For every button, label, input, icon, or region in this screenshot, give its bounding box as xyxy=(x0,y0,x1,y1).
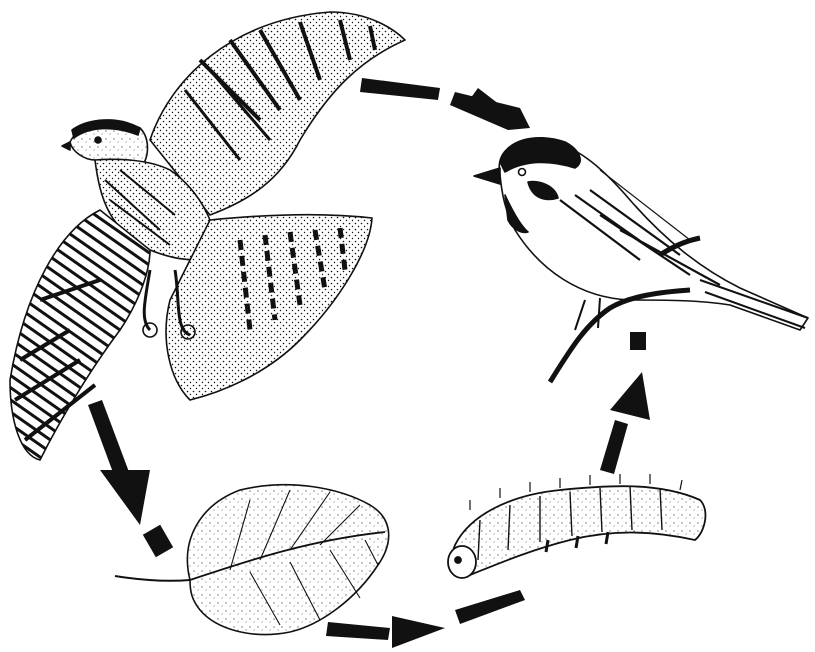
arrow-hawk-to-leaf xyxy=(88,400,173,557)
hawk-icon xyxy=(10,12,405,460)
caterpillar-icon xyxy=(448,474,705,578)
arrow-caterpillar-to-sparrow xyxy=(600,332,650,474)
arrow-leaf-to-caterpillar xyxy=(326,590,525,648)
leaf-icon xyxy=(115,485,389,635)
arrow-sparrow-to-hawk xyxy=(360,78,530,130)
